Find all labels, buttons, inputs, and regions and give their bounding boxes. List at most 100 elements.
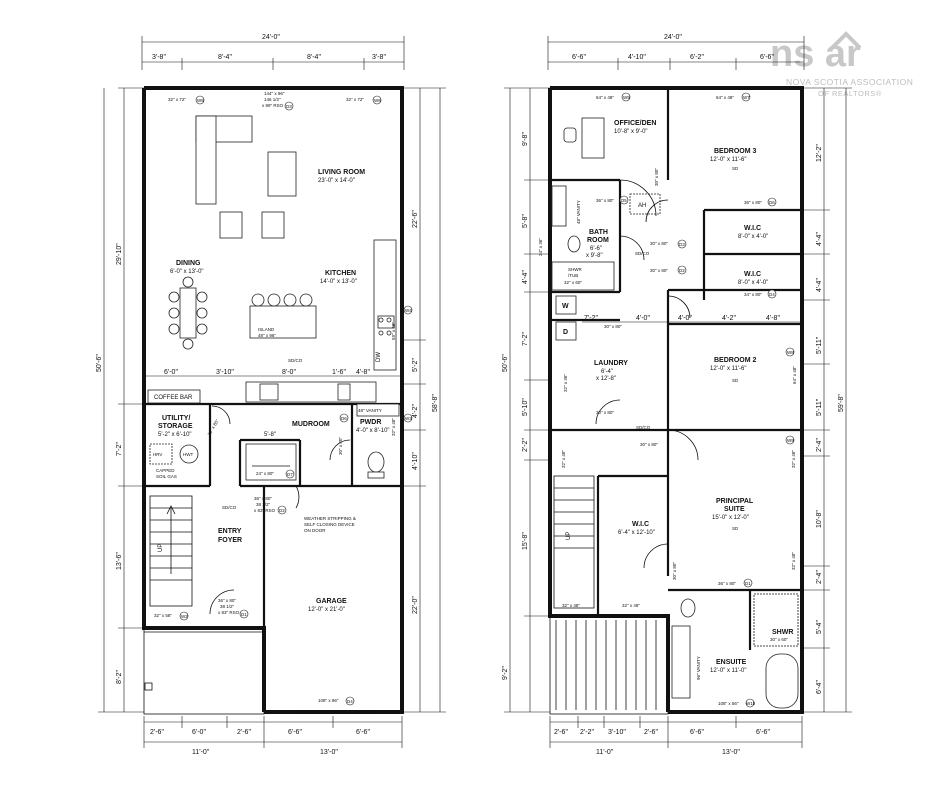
- door-swing-bed3: [645, 199, 669, 223]
- svg-text:6'-6": 6'-6": [356, 729, 370, 736]
- svg-text:30" x 80": 30" x 80": [654, 168, 659, 186]
- upper-callouts: 64" x 48" 64" x 48" 24" x 36" 64" x 48" …: [538, 92, 797, 708]
- svg-text:D3: D3: [286, 104, 292, 109]
- bathtub-icon: [765, 653, 799, 709]
- svg-text:6'-4": 6'-4": [816, 680, 823, 694]
- svg-text:W2: W2: [181, 614, 188, 619]
- logo-org-line2: OF REALTORS®: [818, 89, 882, 98]
- upper-stairs: UP: [553, 475, 595, 609]
- upper-right-dimensions: 12'-2" 4'-4" 4'-4" 5'-11" 5'-11" 2'-4" 1…: [802, 87, 852, 713]
- room-wic-2: W.I.C: [744, 271, 761, 278]
- door-swing-entry: [209, 589, 235, 615]
- room-living: LIVING ROOM: [318, 169, 365, 176]
- svg-text:15'-0" x 12'-0": 15'-0" x 12'-0": [712, 515, 749, 521]
- room-ensuite: ENSUITE: [716, 659, 747, 666]
- svg-text:32" x 48": 32" x 48": [391, 418, 396, 436]
- water-heater-icon: [179, 444, 199, 464]
- main-porch: [143, 627, 265, 715]
- upper-porch-roof: [549, 615, 669, 715]
- svg-text:15'-8": 15'-8": [522, 532, 529, 550]
- living-room-furniture: [195, 115, 297, 239]
- svg-text:2'-2": 2'-2": [522, 438, 529, 452]
- svg-text:24" x 80": 24" x 80": [256, 471, 274, 476]
- svg-text:W8: W8: [787, 350, 794, 355]
- svg-text:W5: W5: [197, 98, 204, 103]
- main-top-seg-2: 8'-4": [218, 54, 232, 61]
- svg-text:4'-4": 4'-4": [816, 278, 823, 292]
- svg-text:1'-6": 1'-6": [332, 369, 346, 376]
- svg-text:D2: D2: [679, 268, 685, 273]
- svg-text:13'-6": 13'-6": [116, 552, 123, 570]
- svg-text:x 83" RSO: x 83" RSO: [218, 610, 240, 615]
- room-mudroom: MUDROOM: [292, 421, 330, 428]
- room-bedroom3: BEDROOM 3: [714, 148, 757, 155]
- svg-text:8'-0": 8'-0": [282, 369, 296, 376]
- svg-text:146 1/2": 146 1/2": [264, 97, 281, 102]
- svg-text:30" x 80": 30" x 80": [640, 442, 658, 447]
- svg-text:12'-0" x 11'-6": 12'-0" x 11'-6": [710, 157, 746, 163]
- svg-text:29'-10": 29'-10": [116, 243, 123, 265]
- svg-text:6'-4": 6'-4": [601, 369, 613, 375]
- room-dining: DINING: [176, 260, 201, 267]
- svg-text:5'-2" x 6'-10": 5'-2" x 6'-10": [158, 432, 192, 438]
- sectional-icon: [195, 115, 217, 205]
- svg-text:2'-6": 2'-6": [237, 729, 251, 736]
- svg-text:D7: D7: [287, 472, 293, 477]
- svg-text:30" x 80": 30" x 80": [672, 562, 677, 580]
- svg-text:6'-0": 6'-0": [164, 369, 178, 376]
- svg-text:W3: W3: [405, 416, 412, 421]
- svg-text:x 12'-8": x 12'-8": [596, 376, 616, 382]
- svg-text:12'-0" x 11'-6": 12'-0" x 11'-6": [710, 366, 746, 372]
- logo-roof-icon: [830, 31, 862, 50]
- svg-text:SOIL GAS: SOIL GAS: [156, 474, 177, 479]
- svg-text:7'-2": 7'-2": [522, 332, 529, 346]
- svg-text:FOYER: FOYER: [218, 537, 242, 544]
- svg-text:D1: D1: [241, 612, 247, 617]
- room-office: OFFICE/DEN: [614, 120, 656, 127]
- svg-text:ROOM: ROOM: [587, 237, 609, 244]
- upper-interior-walls: [550, 88, 802, 650]
- svg-text:4'-0" x 8'-10": 4'-0" x 8'-10": [356, 428, 390, 434]
- door-swing-wic: [643, 543, 669, 569]
- svg-text:64" x 48": 64" x 48": [716, 95, 734, 100]
- nsar-logo: ns ar NOVA SCOTIA ASSOCIATION OF REALTOR…: [770, 31, 913, 98]
- svg-text:6'-6": 6'-6": [690, 729, 704, 736]
- room-shower: SHWR: [772, 629, 793, 636]
- svg-text:32" x 48": 32" x 48": [791, 552, 796, 570]
- svg-text:12'-0" x 11'-0": 12'-0" x 11'-0": [710, 668, 746, 674]
- svg-text:ISLAND: ISLAND: [258, 327, 275, 332]
- svg-text:12'-2": 12'-2": [816, 144, 823, 162]
- door-swing-office: [619, 179, 657, 217]
- svg-text:D4: D4: [347, 699, 353, 704]
- main-left-dimensions: 50'-6" 29'-10" 7'-2" 13'-6" 8'-2": [96, 87, 144, 713]
- upper-floor-plan: 24'-0" 6'-6" 4'-10" 6'-2" 6'-6": [502, 34, 852, 756]
- svg-text:SHWR: SHWR: [568, 267, 582, 272]
- svg-text:WEATHER STRIPPING &: WEATHER STRIPPING &: [304, 516, 356, 521]
- svg-text:ON DOOR: ON DOOR: [304, 528, 326, 533]
- hrv-unit: [149, 443, 173, 465]
- svg-text:x 99" RSO: x 99" RSO: [262, 103, 284, 108]
- room-laundry: LAUNDRY: [594, 360, 628, 367]
- svg-text:D3: D3: [679, 242, 685, 247]
- svg-text:11'-0": 11'-0": [596, 749, 614, 756]
- door-swing-bed2: [667, 295, 691, 319]
- svg-text:13'-0": 13'-0": [320, 749, 338, 756]
- svg-text:10'-8" x 9'-0": 10'-8" x 9'-0": [614, 129, 648, 135]
- svg-text:23'-0" x 14'-0": 23'-0" x 14'-0": [318, 178, 355, 184]
- svg-text:2'-6": 2'-6": [644, 729, 658, 736]
- svg-text:34" x 80": 34" x 80": [744, 292, 762, 297]
- svg-text:30" x 80": 30" x 80": [596, 410, 614, 415]
- svg-text:HRV: HRV: [153, 452, 162, 457]
- svg-text:48" VANITY: 48" VANITY: [576, 200, 581, 224]
- svg-text:SELF CLOSING DEVICE: SELF CLOSING DEVICE: [304, 522, 355, 527]
- svg-text:6'-6": 6'-6": [590, 246, 602, 252]
- dryer-icon: [555, 321, 577, 341]
- upper-overall-width: 24'-0": [664, 34, 682, 41]
- svg-text:96" VANITY: 96" VANITY: [696, 656, 701, 680]
- svg-text:5'-8": 5'-8": [522, 214, 529, 228]
- svg-text:36" x 80": 36" x 80": [218, 598, 236, 603]
- main-top-seg-4: 3'-8": [372, 54, 386, 61]
- svg-text:6'-0" x 13'-0": 6'-0" x 13'-0": [170, 269, 204, 275]
- svg-text:4'-8": 4'-8": [356, 369, 370, 376]
